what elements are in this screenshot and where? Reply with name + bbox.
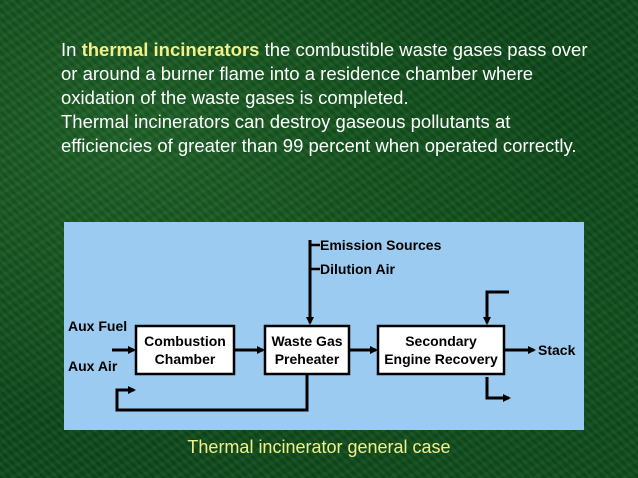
emission-sources-label: Emission Sources: [320, 237, 442, 253]
para1-intro: In: [61, 39, 77, 60]
aux-air-label: Aux Air: [68, 358, 118, 374]
recovery-in-arrow: [483, 290, 509, 325]
stack-label: Stack: [538, 342, 576, 358]
recovery-label-1: Secondary: [405, 333, 477, 349]
process-diagram: Combustion Chamber Waste Gas Preheater S…: [64, 222, 584, 430]
paragraph-1: In thermal incinerators the combustible …: [61, 38, 601, 110]
recycle-loop: [115, 374, 309, 412]
aux-fuel-label: Aux Fuel: [68, 318, 127, 334]
combustion-label-2: Chamber: [155, 351, 216, 367]
paragraph-2: Thermal incinerators can destroy gaseous…: [61, 111, 577, 156]
process-diagram-svg: Combustion Chamber Waste Gas Preheater S…: [68, 237, 576, 412]
diagram-caption: Thermal incinerator general case: [187, 437, 451, 457]
dilution-air-label: Dilution Air: [320, 261, 395, 277]
combustion-label-1: Combustion: [144, 333, 226, 349]
recovery-label-2: Engine Recovery: [384, 351, 498, 367]
combustion-chamber-box: [134, 324, 236, 376]
preheater-label-1: Waste Gas: [271, 333, 342, 349]
preheater-label-2: Preheater: [275, 351, 340, 367]
recovery-out-arrow: [485, 377, 511, 402]
recovery-box: [376, 324, 506, 376]
para1-rest: the combustible waste gases pass over or…: [61, 39, 588, 108]
body-text: In thermal incinerators the combustible …: [61, 38, 601, 158]
para1-highlight: thermal incinerators: [81, 39, 260, 60]
